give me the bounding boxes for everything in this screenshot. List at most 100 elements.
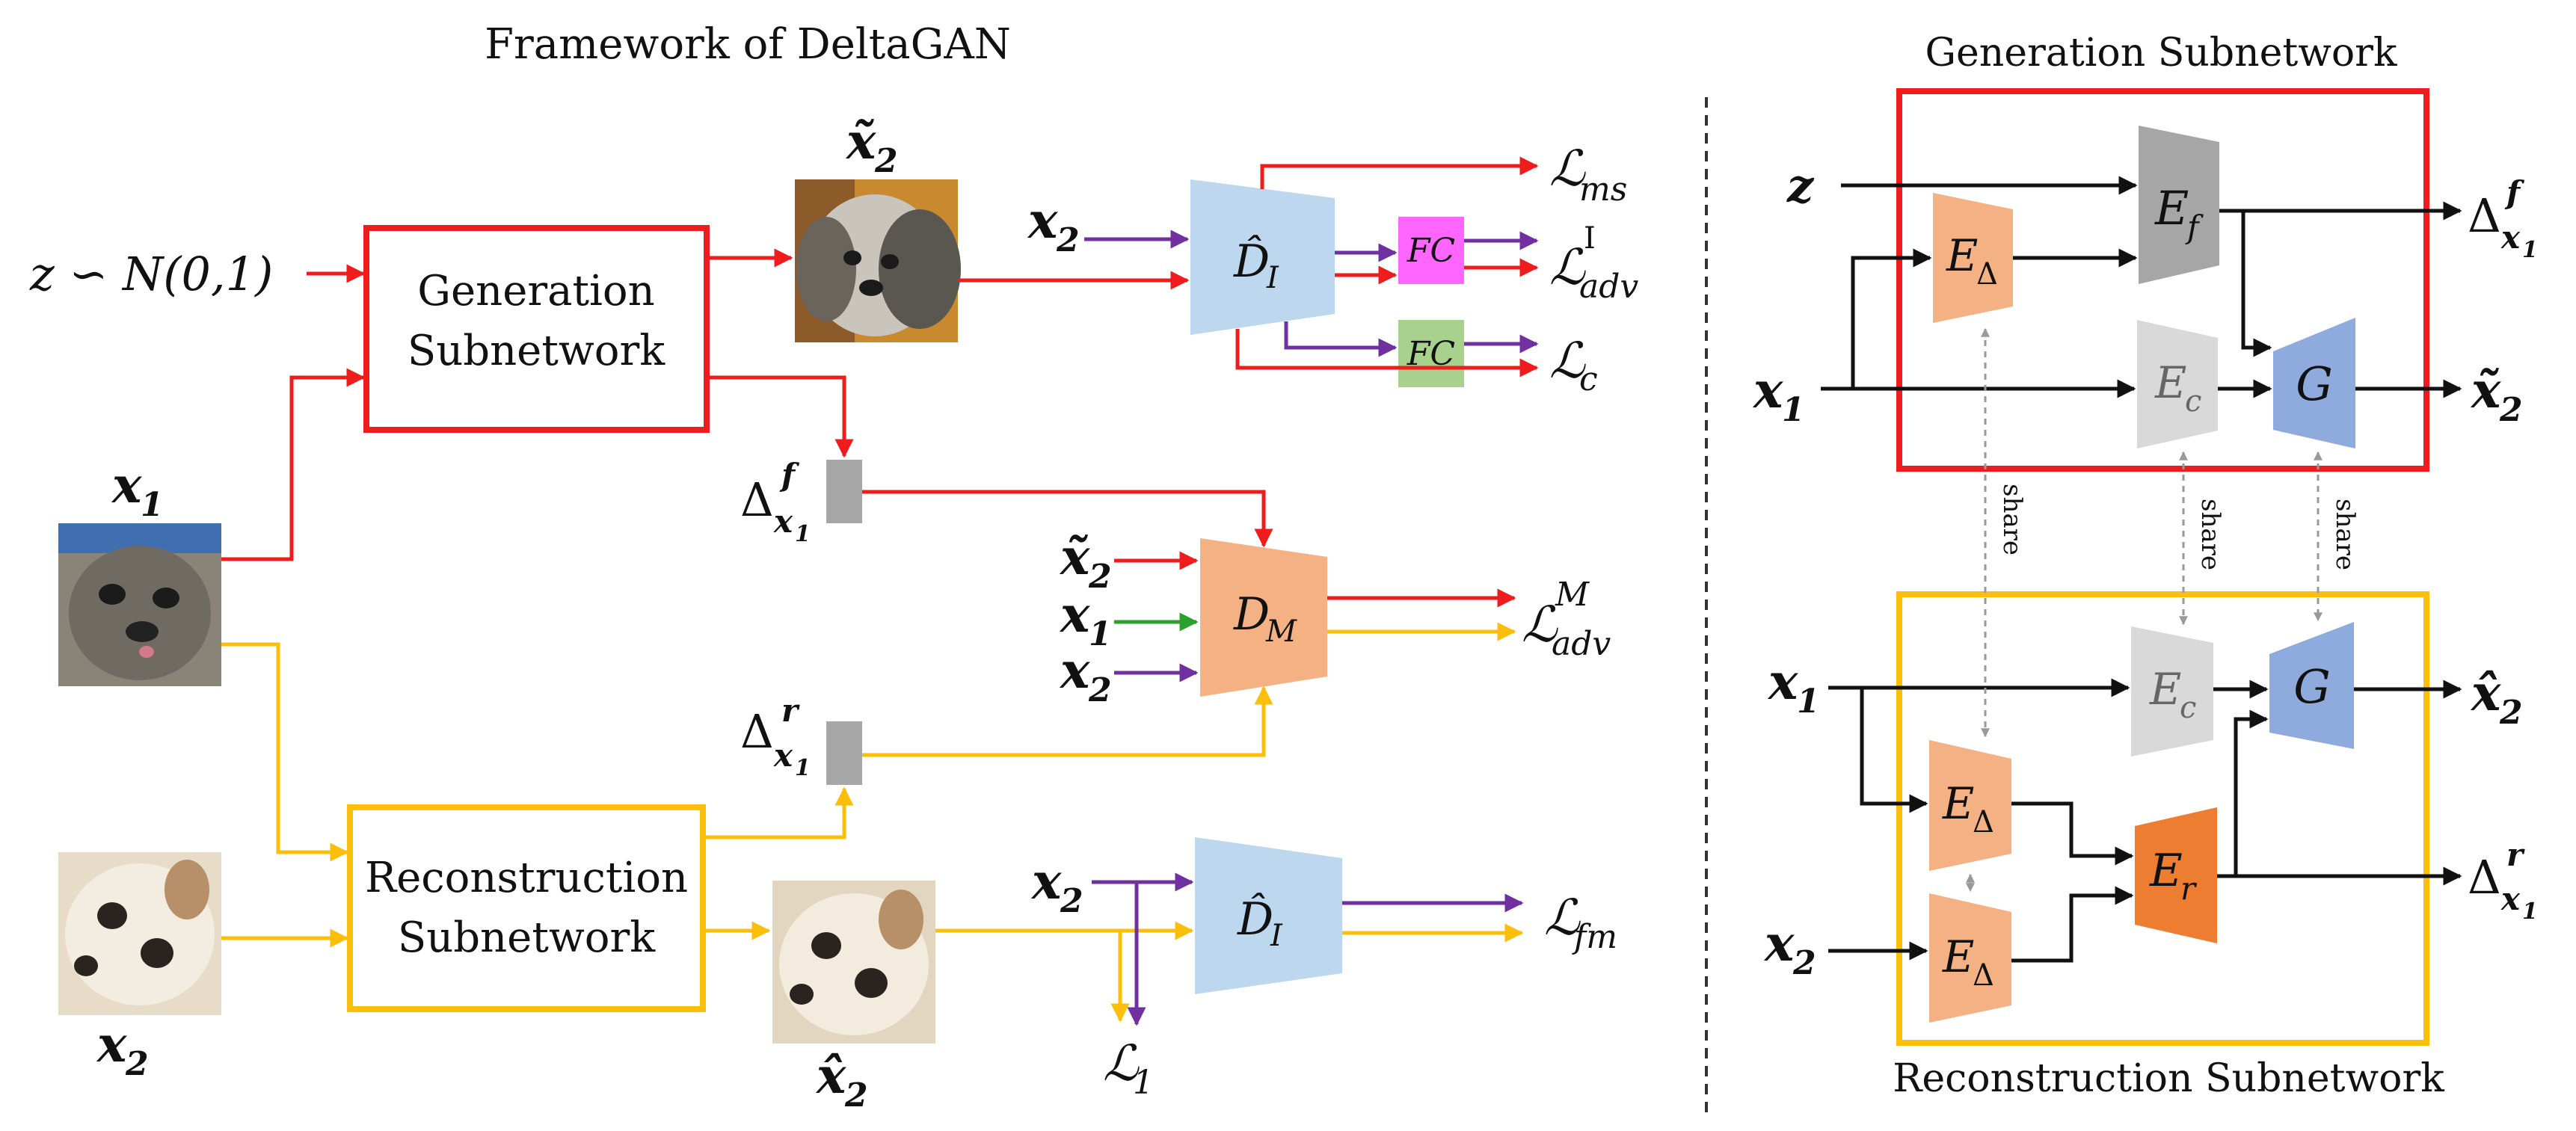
right-x2-bottom-base: x	[1763, 914, 1795, 973]
loss-adv-i-sub: adv	[1579, 268, 1638, 306]
x2-image-label: x 2	[96, 1015, 149, 1083]
delta-r-block	[826, 721, 862, 785]
right-x1-bottom-sub: 1	[1797, 682, 1820, 721]
fc-bottom-block	[1398, 320, 1464, 387]
x1-image-label: x 1	[111, 456, 164, 524]
di-bottom-input-sub: 2	[1060, 882, 1083, 920]
loss-c-sub: c	[1579, 360, 1598, 398]
di-top-sub: I	[1266, 261, 1279, 295]
e-c-rec-sub: c	[2180, 691, 2196, 725]
e-delta-gen-block	[1933, 193, 2013, 323]
fc-top-block	[1398, 217, 1464, 284]
out-x2-hat-base: x̂	[2470, 664, 2501, 722]
e-delta-rec1-base: E	[1942, 778, 1974, 829]
dm-input-2-sub: 2	[1088, 671, 1112, 709]
out-delta-f-base: Δ	[2468, 188, 2501, 243]
dm-base: D	[1233, 588, 1270, 641]
di-top-to-lc-red	[1235, 329, 1539, 377]
dog-photo-x2	[58, 852, 221, 1015]
loss-adv-i-base: ℒ	[1549, 238, 1586, 296]
di-top-block	[1190, 179, 1335, 335]
x2-hat-label-sub: 2	[844, 1076, 868, 1115]
dog-photo-x2-hat	[772, 881, 935, 1044]
er-to-g-arrow	[2234, 709, 2269, 876]
di-bottom-input-label: x 2	[1030, 852, 1083, 920]
out-delta-f-sup: f	[2504, 174, 2525, 211]
dm-input-0-sub: 2	[1088, 558, 1112, 596]
dog-photo-x2-tilde	[795, 179, 961, 342]
g-rec-label: G	[2293, 659, 2331, 714]
e-delta-gen-label: E Δ	[1946, 230, 1998, 292]
generation-subnetwork-box	[363, 225, 710, 433]
right-bottom-title: Reconstruction Subnetwork	[1893, 1056, 2444, 1101]
noise-input-label: z ∽ N(0,1)	[29, 247, 273, 301]
loss-adv-m: ℒ M adv	[1522, 576, 1611, 663]
rec-box-line-2: Subnetwork	[398, 913, 656, 962]
delta-r-sup: r	[781, 692, 800, 729]
out-delta-r-subsub: 1	[2522, 899, 2538, 925]
di-top-input-sub: 2	[1056, 221, 1080, 259]
e-delta-rec1-block	[1929, 740, 2011, 871]
loss-1-sub: 1	[1133, 1064, 1154, 1102]
e-delta-gen-sub: Δ	[1976, 257, 1998, 292]
delta-r-sub: x	[773, 737, 793, 774]
right-reconstruction-box	[1896, 591, 2429, 1046]
di-bottom-block	[1195, 837, 1342, 994]
x1-to-reconstruction-arrow	[221, 642, 349, 862]
e-c-gen-label: E c	[2154, 357, 2201, 419]
di-top-label: D̂ I	[1233, 235, 1279, 295]
reconstruction-subnetwork-box	[347, 804, 706, 1012]
right-out-delta-r: Δ r x 1	[2468, 836, 2538, 925]
delta-f-subsub: 1	[795, 521, 811, 547]
x2-label-base: x	[96, 1015, 127, 1073]
e-delta-rec1-label: E Δ	[1942, 778, 1994, 839]
x1-to-edelta-gen-arrow	[1821, 248, 1932, 391]
e-delta-gen-base: E	[1946, 230, 1978, 281]
e-c-rec-block	[2131, 626, 2213, 756]
x2-hat-image-label: x̂ 2	[815, 1047, 868, 1115]
dm-input-2-base: x	[1059, 641, 1090, 700]
dm-sub: M	[1265, 614, 1297, 649]
loss-fm: ℒ fm	[1544, 889, 1617, 956]
ef-to-g-arrow	[2241, 211, 2272, 357]
dm-input-x1: x 1	[1059, 585, 1112, 653]
di-top-input-base: x	[1027, 191, 1058, 250]
gen-box-line-2: Subnetwork	[408, 327, 665, 375]
out-x2-tilde-sub: 2	[2499, 391, 2523, 429]
right-out-delta-f: Δ f x 1	[2468, 174, 2538, 263]
out-delta-r-sup: r	[2506, 836, 2525, 873]
di-top-input-label: x 2	[1027, 191, 1080, 259]
right-z-label: z	[1786, 158, 1815, 213]
e-f-label: E f	[2154, 181, 2204, 245]
right-out-x2-hat: x̂ 2	[2470, 664, 2523, 732]
right-top-title: Generation Subnetwork	[1925, 31, 2397, 75]
loss-adv-i: ℒ I adv	[1549, 221, 1638, 306]
edelta2-to-er-arrow	[2011, 886, 2134, 963]
delta-r-base: Δ	[740, 704, 774, 759]
out-delta-r-sub: x	[2500, 881, 2521, 917]
loss-adv-m-sup: M	[1555, 576, 1590, 614]
loss-c: ℒ c	[1549, 332, 1598, 398]
e-f-block	[2139, 126, 2219, 284]
dm-input-x2tilde: x̃ 2	[1059, 528, 1112, 596]
g-gen-block	[2273, 318, 2355, 449]
dm-input-x2: x 2	[1059, 641, 1112, 709]
dm-label: D M	[1233, 588, 1297, 649]
e-r-base: E	[2149, 845, 2183, 897]
left-title: Framework of DeltaGAN	[485, 20, 1011, 69]
dm-input-1-sub: 1	[1089, 615, 1112, 653]
delta-f-base: Δ	[740, 472, 774, 527]
delta-r-label: Δ r x 1	[740, 692, 811, 781]
loss-c-base: ℒ	[1549, 332, 1586, 389]
delta-f-label: Δ f x 1	[740, 457, 811, 547]
out-delta-r-base: Δ	[2468, 850, 2501, 905]
share-label-g: share	[2330, 499, 2360, 570]
e-r-block	[2135, 807, 2217, 943]
delta-f-sub: x	[773, 503, 793, 540]
right-out-x2-tilde: x̃ 2	[2470, 361, 2523, 429]
delta-r-to-dm-arrow	[862, 685, 1273, 757]
loss-1: ℒ 1	[1103, 1035, 1154, 1102]
x1-to-edelta-rec1-arrow	[1860, 688, 1928, 813]
e-c-rec-base: E	[2149, 664, 2181, 715]
